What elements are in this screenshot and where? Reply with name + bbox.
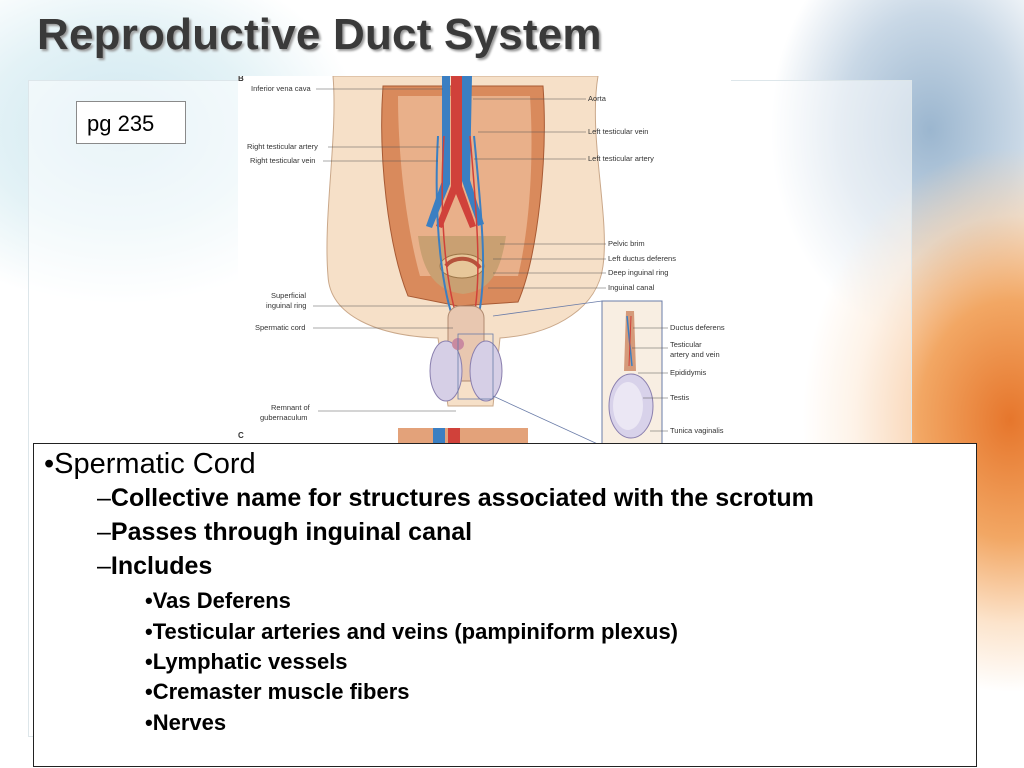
bullet-marker: • <box>145 588 153 613</box>
figure-label: Epididymis <box>670 368 707 377</box>
figure-panel-label: C <box>238 431 244 440</box>
figure-label: Testicular <box>670 340 702 349</box>
bullet-marker: • <box>145 679 153 704</box>
figure-label: Ductus deferens <box>670 323 725 332</box>
figure-label: Inguinal canal <box>608 283 655 292</box>
figure-label: artery and vein <box>670 350 720 359</box>
bullet-item-text: Nerves <box>152 710 227 735</box>
figure-label: inguinal ring <box>266 301 307 310</box>
figure-label: Left testicular vein <box>588 127 649 136</box>
figure-label: Superficial <box>271 291 307 300</box>
figure-label: gubernaculum <box>260 413 308 422</box>
bullet-main-text: Spermatic Cord <box>54 448 256 480</box>
bullet-sub-text: Collective name for structures associate… <box>110 484 814 512</box>
figure-label: Pelvic brim <box>608 239 645 248</box>
figure-label: Right testicular artery <box>247 142 318 151</box>
bullet-marker: • <box>44 448 55 480</box>
bullet-item: •Lymphatic vessels <box>145 649 348 675</box>
dash-marker: – <box>97 552 111 580</box>
figure-label: Aorta <box>588 94 606 103</box>
bullet-sub: –Includes <box>97 552 212 581</box>
figure-label: Inferior vena cava <box>251 84 311 93</box>
figure-label: Right testicular vein <box>250 156 316 165</box>
bullet-sub: –Collective name for structures associat… <box>97 484 814 513</box>
bullet-item: •Vas Deferens <box>145 588 291 614</box>
figure-label: Remnant of <box>271 403 310 412</box>
anatomy-figure: B C Inferior vena cava Right testicular … <box>238 76 731 446</box>
bullet-item: •Testicular arteries and veins (pampinif… <box>145 619 678 645</box>
page-reference-box: pg 235 <box>76 101 186 144</box>
bullet-marker: • <box>145 649 153 674</box>
figure-label: Spermatic cord <box>255 323 306 332</box>
figure-panel-label: B <box>238 76 244 83</box>
figure-label: Testis <box>670 393 690 402</box>
figure-label: Deep inguinal ring <box>608 268 669 277</box>
bullet-marker: • <box>145 619 153 644</box>
dash-marker: – <box>97 518 111 546</box>
bullet-sub-text: Passes through inguinal canal <box>110 518 473 546</box>
bullet-item: •Cremaster muscle fibers <box>145 679 410 705</box>
slide-title: Reproductive Duct System <box>37 10 602 59</box>
bullet-sub-text: Includes <box>110 552 213 580</box>
figure-label: Left ductus deferens <box>608 254 676 263</box>
figure-label: Tunica vaginalis <box>670 426 724 435</box>
bullet-item-text: Testicular arteries and veins (pampinifo… <box>152 619 679 644</box>
bullet-sub: –Passes through inguinal canal <box>97 518 472 547</box>
anatomy-illustration <box>313 76 668 446</box>
dash-marker: – <box>97 484 111 512</box>
bullet-main: •Spermatic Cord <box>44 448 256 481</box>
bullet-text-box: •Spermatic Cord –Collective name for str… <box>33 443 977 767</box>
figure-label: Left testicular artery <box>588 154 654 163</box>
bullet-marker: • <box>145 710 153 735</box>
bullet-item-text: Vas Deferens <box>152 588 291 613</box>
bullet-item-text: Lymphatic vessels <box>152 649 348 674</box>
bullet-item-text: Cremaster muscle fibers <box>152 679 410 704</box>
bullet-item: •Nerves <box>145 710 226 736</box>
